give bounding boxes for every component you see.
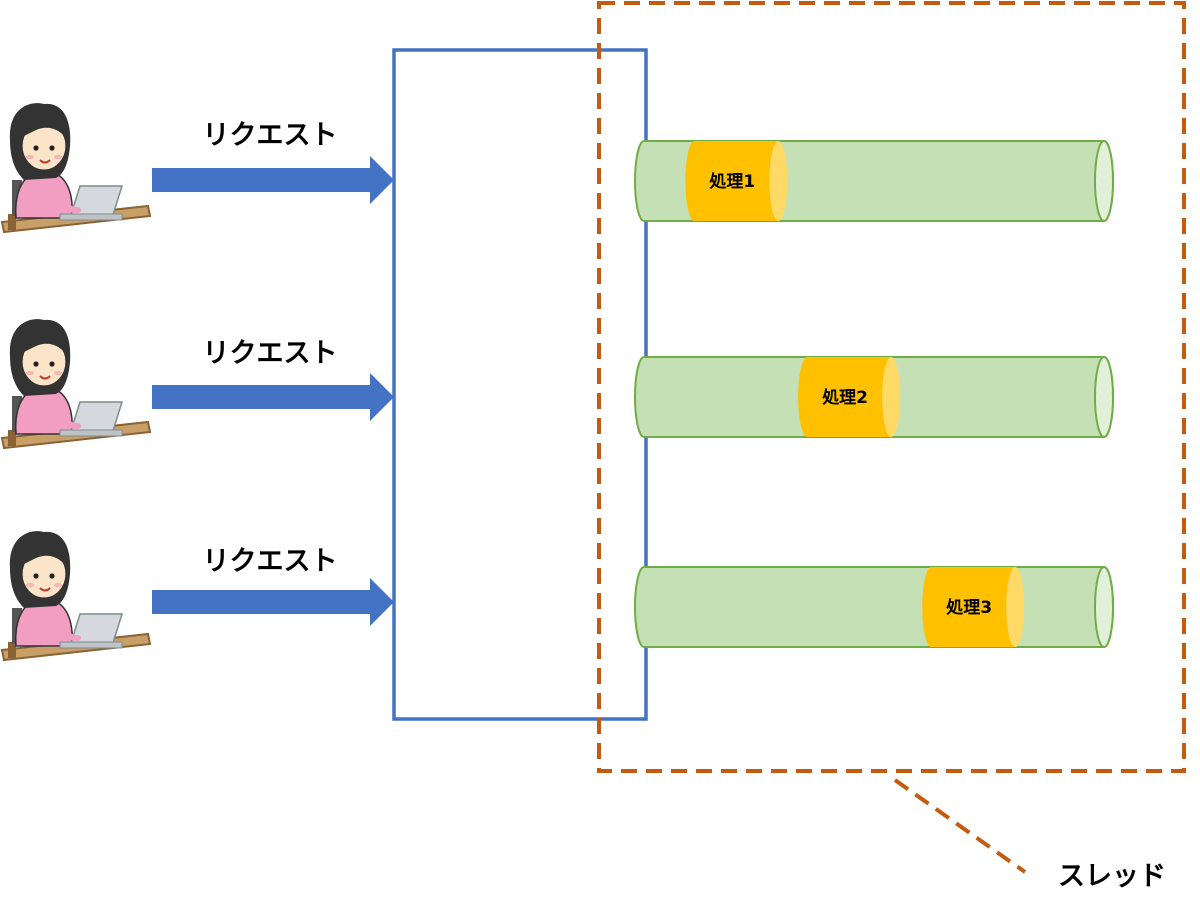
- thread-cylinder-3: [634, 566, 1114, 648]
- thread-3: 処理3: [634, 566, 1114, 648]
- request-arrow-2: [152, 373, 394, 421]
- process-segment-2: [798, 357, 892, 437]
- process-label-1: 処理1: [708, 172, 755, 192]
- process-segment-3: [922, 567, 1016, 647]
- request-label-1: リクエスト: [203, 120, 338, 151]
- request-arrow-3: [152, 578, 394, 626]
- thread-group-leader-line: [893, 778, 1027, 874]
- process-segment-end-3: [1006, 567, 1025, 647]
- process-label-3: 処理3: [945, 598, 992, 618]
- process-segment-end-2: [882, 357, 901, 437]
- thread-end-cap-2: [1094, 356, 1114, 438]
- thread-end-cap-1: [1094, 140, 1114, 222]
- process-label-2: 処理2: [821, 388, 868, 408]
- threads-layer: 処理1 処理2 処理3: [634, 140, 1114, 648]
- thread-group-label: スレッド: [1058, 861, 1166, 892]
- client-icon-1: [2, 103, 150, 232]
- request-label-2: リクエスト: [203, 338, 338, 369]
- thread-2: 処理2: [634, 356, 1114, 438]
- client-icon-3: [2, 531, 150, 660]
- client-icon-2: [2, 319, 150, 448]
- process-segment-end-1: [769, 141, 788, 221]
- thread-end-cap-3: [1094, 566, 1114, 648]
- request-label-3: リクエスト: [203, 546, 338, 577]
- thread-1: 処理1: [634, 140, 1114, 222]
- request-arrow-1: [152, 156, 394, 204]
- process-segment-1: [685, 141, 779, 221]
- server-box: [392, 48, 648, 721]
